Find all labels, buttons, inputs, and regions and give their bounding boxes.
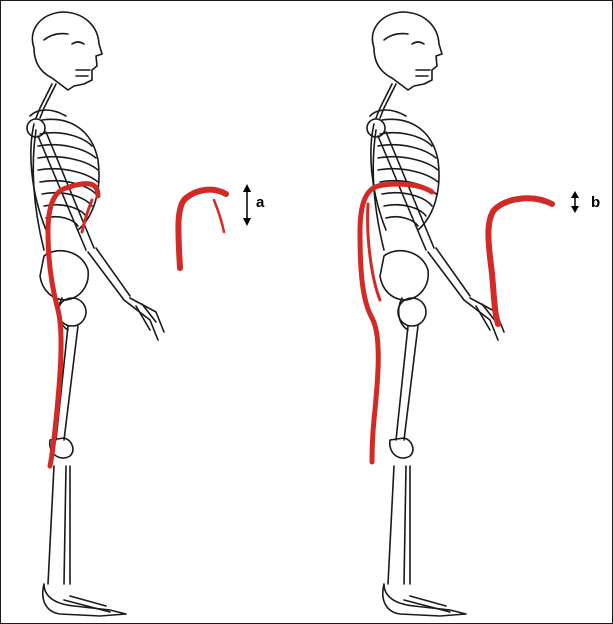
muscle-shape-b	[488, 198, 552, 324]
label-a: a	[256, 195, 264, 210]
left-psoas-muscle	[48, 184, 98, 466]
label-b: b	[591, 195, 600, 210]
double-arrow-b-icon	[571, 191, 579, 213]
left-skeleton	[27, 12, 164, 616]
right-skeleton	[367, 12, 504, 616]
muscle-shape-a	[178, 190, 226, 268]
double-arrow-a-icon	[243, 184, 251, 226]
